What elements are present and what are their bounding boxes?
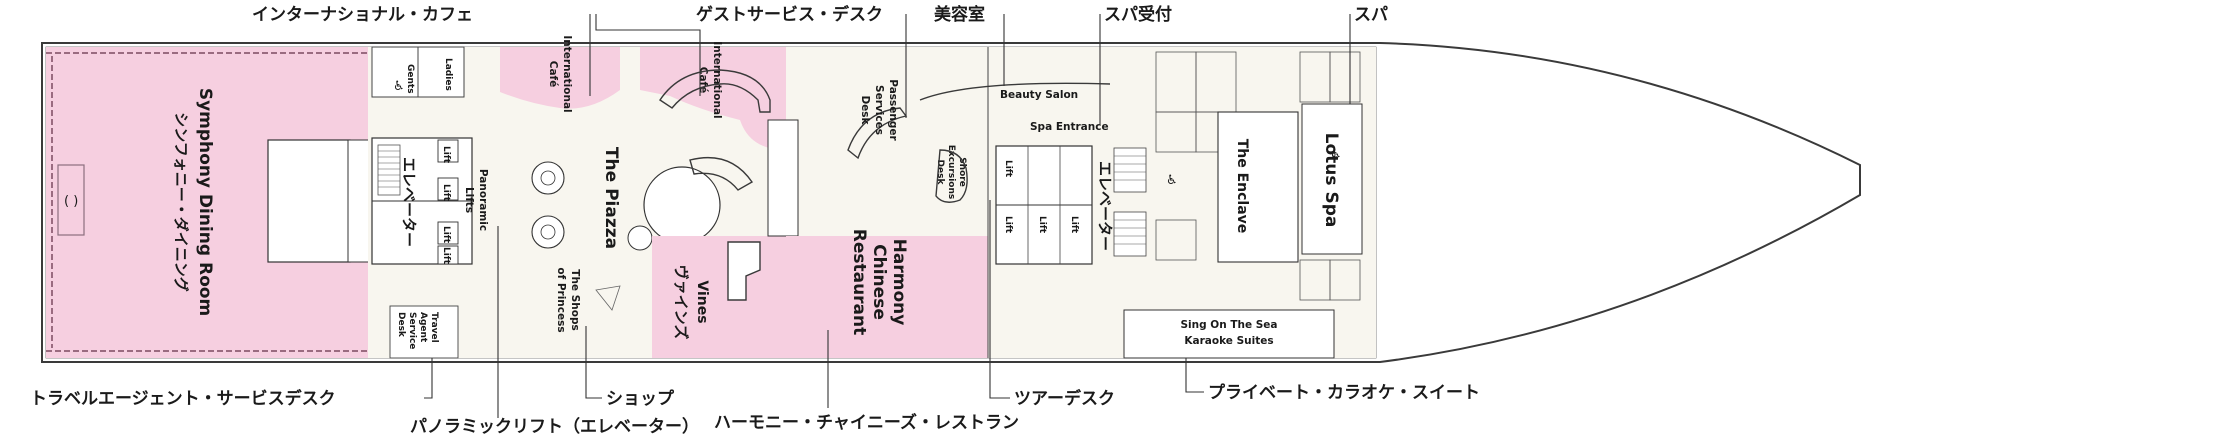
lotus-spa-label: Lotus Spa bbox=[1321, 133, 1341, 228]
callout-panoramic-lifts-text: パノラミックリフト（エレベーター） bbox=[410, 416, 699, 437]
intl-cafe-label-1: InternationalCafé bbox=[547, 35, 573, 112]
accessible-restroom-icon: ♿ bbox=[393, 79, 405, 94]
vines-label: Vines bbox=[694, 280, 710, 323]
spa-cabins bbox=[1155, 51, 1361, 301]
symphony-center-block bbox=[267, 139, 351, 263]
symphony-dining-jp-label: シンフォニー・ダイニング bbox=[172, 112, 190, 292]
symphony-aft-feature bbox=[57, 164, 85, 236]
hull-outline bbox=[41, 42, 1861, 363]
piazza-fountain bbox=[627, 225, 653, 251]
lift-label-4: Lift bbox=[441, 247, 451, 265]
fore-lift-label-1: Lift bbox=[1003, 160, 1013, 178]
harmony-area bbox=[786, 236, 988, 358]
callout-shore-excursions-text: ツアーデスク bbox=[1014, 388, 1115, 409]
cafe-counter bbox=[659, 69, 771, 113]
passenger-desk-label: PassengerServicesDesk bbox=[859, 79, 899, 141]
harmony-label: HarmonyChineseRestaurant bbox=[849, 229, 909, 336]
symphony-aft-mark: ( ) bbox=[64, 194, 78, 209]
callout-travel-agent-text: トラベルエージェント・サービスデスク bbox=[30, 388, 336, 409]
enclave-label: The Enclave bbox=[1234, 139, 1250, 234]
lift-label-1: Lift bbox=[441, 146, 451, 164]
lift-stair-left bbox=[377, 144, 401, 196]
callout-harmony: ハーモニー・チャイニーズ・レストラン bbox=[714, 330, 1019, 433]
callout-beauty-salon: 美容室 bbox=[934, 4, 1005, 86]
piazza-spiral-stair bbox=[689, 156, 754, 191]
callout-guest-services: ゲストサービス・デスク bbox=[696, 4, 907, 118]
shore-desk-counter bbox=[935, 149, 968, 203]
vines-jp-label: ヴァインズ bbox=[672, 265, 690, 340]
callout-panoramic-lifts: パノラミックリフト（エレベーター） bbox=[410, 226, 699, 437]
lift-label-2: Lift bbox=[441, 184, 451, 202]
callout-travel-agent: トラベルエージェント・サービスデスク bbox=[30, 358, 433, 409]
lift-boxes bbox=[437, 139, 459, 265]
intl-cafe-area-2 bbox=[640, 47, 786, 150]
travel-desk-area bbox=[389, 305, 459, 359]
fore-lift-label-4: Lift bbox=[1069, 216, 1079, 234]
callout-spa-reception-text: スパ受付 bbox=[1104, 4, 1172, 25]
gents-label: Gents bbox=[405, 64, 415, 94]
enclave-area bbox=[1217, 111, 1299, 263]
piazza-stage bbox=[643, 166, 721, 244]
fore-lift-label-3: Lift bbox=[1037, 216, 1047, 234]
shops-counter bbox=[595, 285, 621, 311]
elevator-jp-label-aft: エレベーター bbox=[400, 157, 418, 247]
shops-label: The Shopsof Princess bbox=[555, 267, 581, 332]
callout-karaoke-text: プライベート・カラオケ・スイート bbox=[1208, 382, 1480, 403]
callout-intl-cafe: インターナショナル・カフェ bbox=[252, 5, 701, 96]
symphony-dining-label: Symphony Dining Room bbox=[195, 88, 215, 316]
panoramic-lifts-label: PanoramicLifts bbox=[463, 169, 489, 231]
callout-spa-text: スパ bbox=[1354, 5, 1388, 25]
salon-divider bbox=[919, 82, 1111, 101]
callout-intl-cafe-text: インターナショナル・カフェ bbox=[252, 5, 473, 25]
callout-karaoke: プライベート・カラオケ・スイート bbox=[1185, 358, 1480, 403]
beauty-salon-label: Beauty Salon bbox=[1000, 89, 1078, 101]
callout-shops-text: ショップ bbox=[606, 388, 675, 409]
callout-spa-reception: スパ受付 bbox=[1099, 4, 1172, 124]
spa-entrance-label: Spa Entrance bbox=[1030, 121, 1109, 133]
fore-lift-label-2: Lift bbox=[1003, 216, 1013, 234]
symphony-bench-top bbox=[46, 52, 368, 352]
callout-spa: スパ bbox=[1349, 5, 1388, 104]
fore-accessible-icon: ♿ bbox=[1166, 173, 1178, 188]
callout-guest-services-text: ゲストサービス・デスク bbox=[696, 4, 883, 25]
lift-label-3: Lift bbox=[441, 226, 451, 244]
stair-icon bbox=[531, 161, 565, 249]
karaoke-area bbox=[1123, 309, 1335, 359]
vines-bar bbox=[727, 241, 761, 301]
callout-shore-excursions: ツアーデスク bbox=[989, 200, 1115, 409]
fore-stair-icon bbox=[1113, 147, 1147, 257]
symphony-stage-block bbox=[347, 139, 371, 263]
callout-beauty-salon-text: 美容室 bbox=[934, 4, 985, 25]
travel-desk-label: TravelAgentServiceDesk bbox=[396, 312, 439, 349]
elevator-jp-label-fore: エレベーター bbox=[1096, 161, 1114, 251]
lotus-spa-area bbox=[1301, 103, 1363, 255]
callout-harmony-text: ハーモニー・チャイニーズ・レストラン bbox=[714, 412, 1019, 433]
ladies-label: Ladies bbox=[443, 58, 453, 91]
spa-accessible-icon: ♿ bbox=[1330, 147, 1342, 162]
midship-service-core bbox=[767, 119, 799, 237]
shore-desk-label: ShoreExcursionsDesk bbox=[935, 145, 967, 200]
callout-shops: ショップ bbox=[585, 326, 675, 409]
piazza-label: The Piazza bbox=[601, 147, 621, 249]
